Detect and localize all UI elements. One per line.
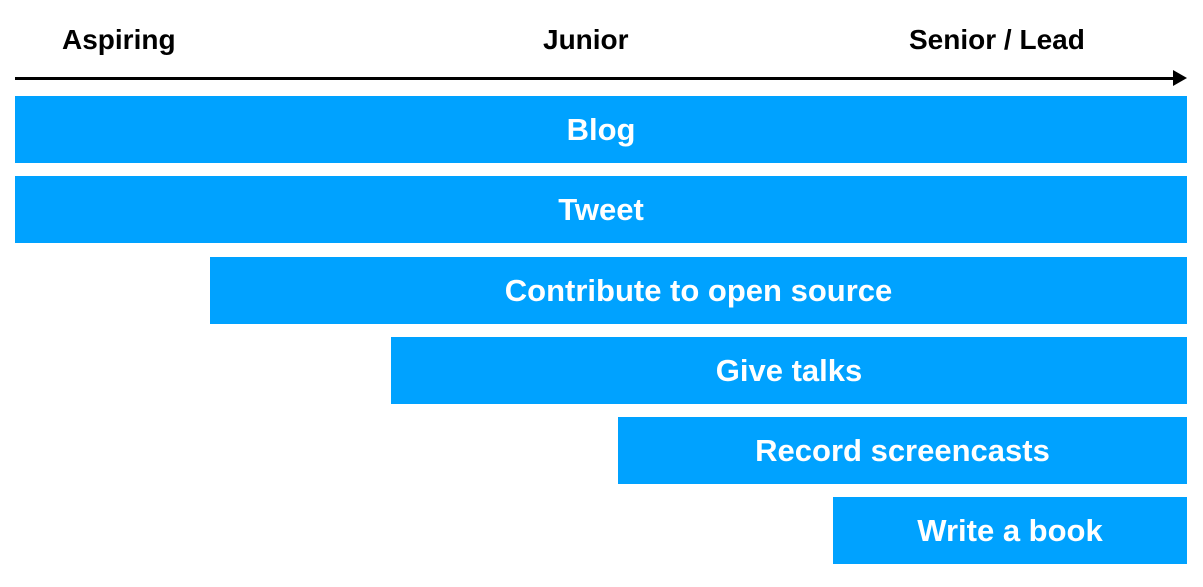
activity-bar-tweet: Tweet [15,176,1187,243]
timeline-axis-line [15,77,1175,80]
activity-bar-contribute-open-source: Contribute to open source [210,257,1187,324]
stage-label-aspiring: Aspiring [62,24,176,55]
activity-label-write-a-book: Write a book [917,513,1103,548]
activity-label-contribute-open-source: Contribute to open source [504,273,893,308]
arrow-right-icon [1173,70,1187,86]
activity-label-give-talks: Give talks [715,353,863,388]
stage-label-junior: Junior [543,24,629,55]
activity-bar-record-screencasts: Record screencasts [618,417,1187,484]
activity-bar-blog: Blog [15,96,1187,163]
activity-label-record-screencasts: Record screencasts [755,433,1050,468]
activity-label-tweet: Tweet [558,192,644,227]
stage-label-senior-lead: Senior / Lead [909,24,1085,55]
activity-bar-write-a-book: Write a book [833,497,1187,564]
activity-label-blog: Blog [566,112,636,147]
activity-bar-give-talks: Give talks [391,337,1187,404]
